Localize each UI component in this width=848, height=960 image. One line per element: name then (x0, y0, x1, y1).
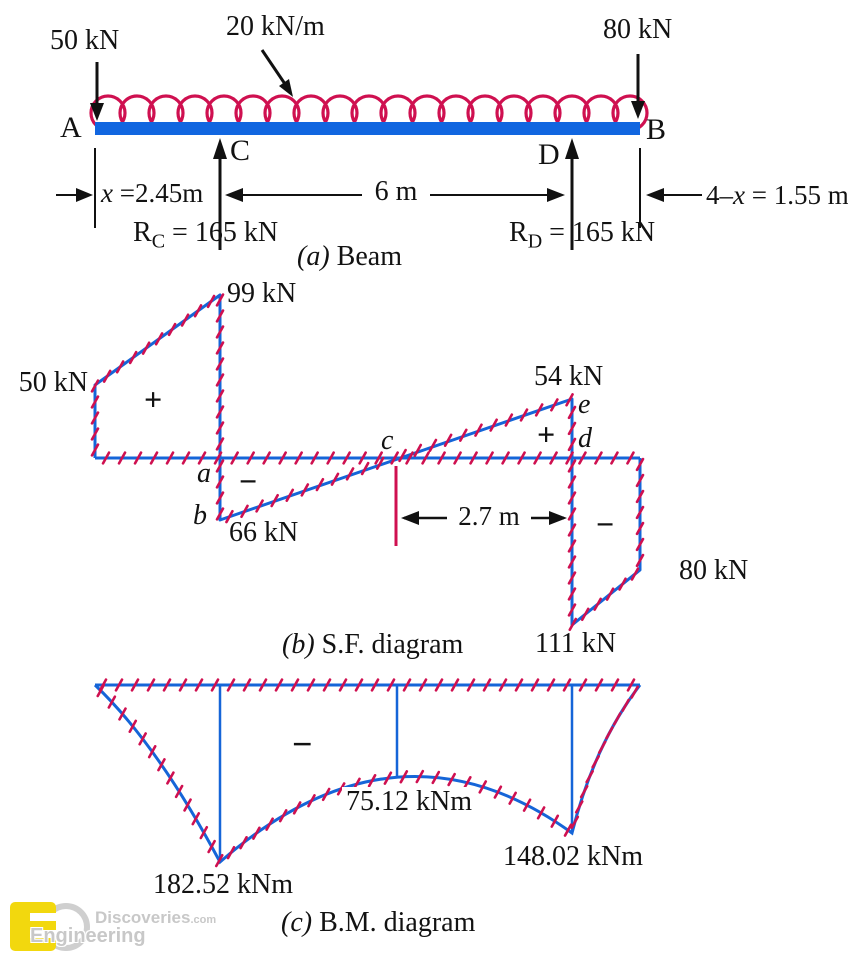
sfd-point-e: e (578, 389, 591, 420)
reaction-c-sub: C (151, 230, 166, 253)
beam-load-udl-label: 20 kN/m (226, 11, 325, 42)
reaction-c-label: RC = 165 kN (133, 217, 279, 252)
bmd-caption-text: B.M. diagram (312, 907, 476, 938)
sfd-sign-neg1: − (239, 463, 258, 499)
sfd-neg2-peak-value: 111 kN (535, 628, 617, 659)
beam-point-d-label: D (538, 138, 560, 171)
sfd-point-d: d (578, 423, 592, 454)
bmd-caption-prefix: (c) (281, 907, 313, 938)
load-left-arrowhead (90, 103, 104, 121)
reaction-d-value: = 165 kN (542, 217, 656, 248)
reaction-d-base: R (509, 217, 528, 248)
sfd-right-value: 80 kN (679, 555, 749, 586)
watermark-logo (10, 902, 90, 951)
watermark-logo-notch (30, 930, 60, 938)
udl-pointer-shaft (260, 49, 287, 85)
sfd-outline (93, 293, 642, 627)
watermark-logo-notch (30, 913, 60, 921)
dim-right-pre: 4– (706, 180, 733, 210)
bmd-mid-value: 75.12 kNm (342, 787, 476, 816)
beam-dim-left-label: x =2.45m (101, 179, 203, 207)
beam-point-a-label: A (60, 111, 82, 144)
sfd-caption: (b) S.F. diagram (282, 630, 463, 659)
beam-caption: (a) Beam (297, 242, 402, 271)
bmd-at-c-value: 182.52 kNm (153, 869, 293, 900)
dim-cd-right-arrowhead (547, 188, 565, 202)
beam-caption-prefix: (a) (297, 241, 330, 272)
beam-bar (95, 122, 640, 135)
sfd-peak-value: 99 kN (227, 278, 297, 309)
sfd-sign-neg2: − (596, 506, 615, 542)
dimension-lines (56, 148, 702, 228)
watermark-line1: Discoveries.com (95, 908, 216, 928)
dim-left-var: x (101, 178, 113, 208)
sfd-dim-left-arrowhead (401, 511, 419, 525)
beam-load-right-label: 80 kN (603, 14, 673, 45)
reaction-d-sub: D (527, 230, 543, 253)
watermark-line2: Engineering (30, 925, 146, 947)
support-d-arrowhead (565, 138, 579, 159)
watermark-brand-suffix: .com (190, 914, 217, 926)
sfd-point-a: a (197, 458, 211, 489)
sfd-neg-peak-value: 66 kN (229, 517, 299, 548)
beam-point-b-label: B (646, 113, 667, 146)
dim-cd-left-arrowhead (225, 188, 243, 202)
dim-a-arrowhead (76, 188, 93, 202)
bmd-curve (93, 683, 642, 865)
beam-load-left-label: 50 kN (50, 25, 120, 56)
sfd-curve (93, 293, 642, 627)
dim-right-rest: = 1.55 m (744, 180, 848, 210)
dim-left-rest: =2.45m (112, 178, 204, 208)
beam-point-c-label: C (230, 134, 251, 167)
bmd-sign-neg: − (292, 724, 313, 764)
sfd-point-b: b (193, 500, 207, 531)
beam-caption-text: Beam (329, 241, 402, 272)
sfd-caption-prefix: (b) (282, 629, 315, 660)
beam-dim-right-label: 4–x = 1.55 m (706, 181, 848, 209)
sfd-caption-text: S.F. diagram (314, 629, 464, 660)
hatch-ticks (90, 293, 645, 868)
udl-pointer-arrowhead (279, 79, 293, 97)
beam-dim-mid-label: 6 m (362, 177, 430, 206)
load-arrows (90, 49, 645, 250)
sfd-pos2-peak-value: 54 kN (534, 361, 604, 392)
bmd-caption: (c) B.M. diagram (281, 908, 475, 937)
sfd-point-c: c (381, 425, 394, 456)
watermark-brand: Discoveries (95, 908, 191, 927)
sfd-left-value: 50 kN (18, 367, 88, 398)
bmd-at-d-value: 148.02 kNm (503, 841, 643, 872)
reaction-c-value: = 165 kN (165, 217, 279, 248)
sfd-sign-pos2: + (537, 416, 556, 452)
reaction-c-base: R (133, 217, 152, 248)
load-right-arrowhead (631, 101, 645, 119)
dim-b-arrowhead (646, 188, 664, 202)
reaction-d-label: RD = 165 kN (509, 217, 656, 252)
sfd-dim-label: 2.7 m (447, 502, 531, 530)
support-c-arrowhead (213, 138, 227, 159)
bmd-outline (93, 683, 642, 865)
sfd-dim-right-arrowhead (549, 511, 567, 525)
sfd-sign-pos1: + (144, 381, 163, 417)
dim-right-var: x (733, 180, 745, 210)
